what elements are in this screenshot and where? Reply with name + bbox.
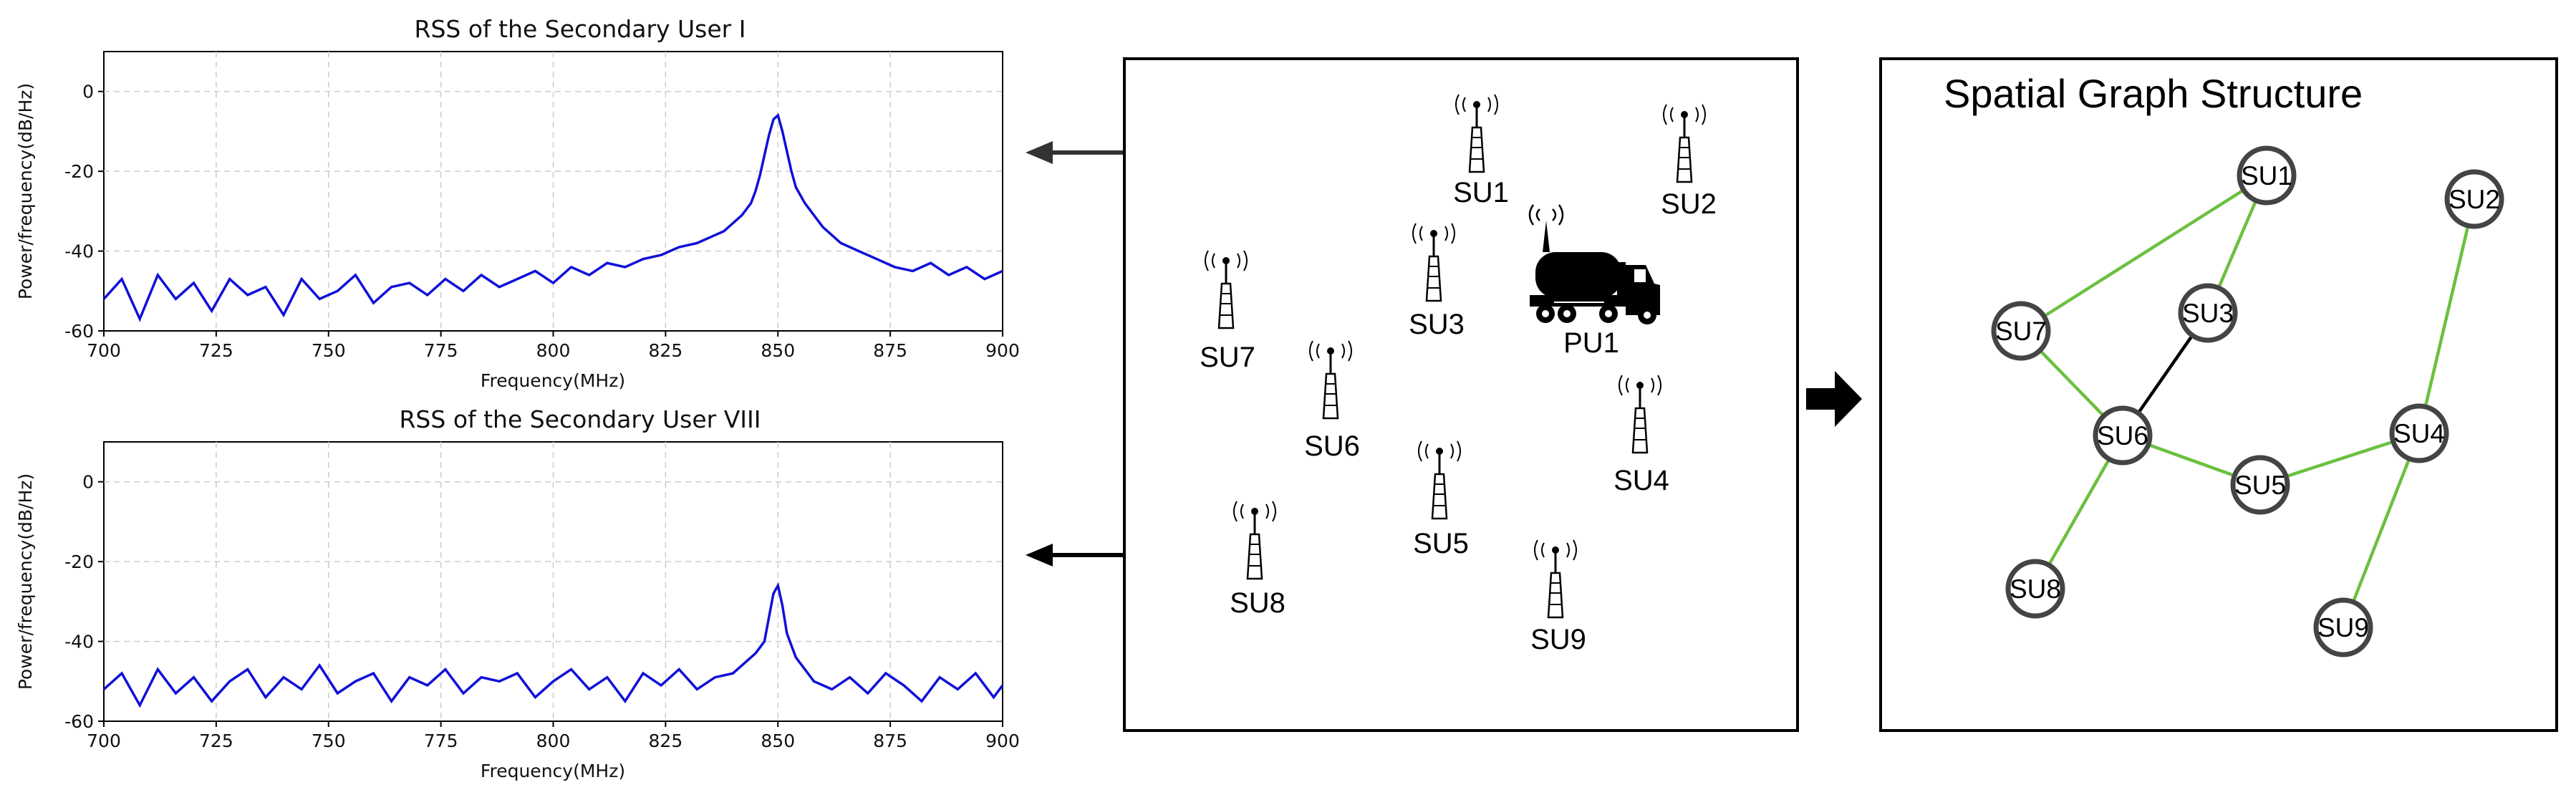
x-tick-label: 825 (649, 731, 683, 751)
chart-2-ticks: 700 725 750 775 800 825 850 875 900 0 -20 -40 -60 (64, 472, 1020, 751)
graph-title: Spatial Graph Structure (1944, 71, 2363, 116)
graph-node-su3: SU3 (2178, 283, 2238, 343)
y-tick-label: -60 (64, 711, 94, 732)
graph-node-label: SU3 (2182, 299, 2234, 328)
truck-icon (1528, 204, 1660, 324)
x-tick-label: 800 (536, 731, 571, 751)
x-tick-label: 700 (87, 340, 121, 361)
chart-1-title: RSS of the Secondary User I (415, 15, 746, 43)
x-tick-label: 750 (312, 340, 346, 361)
graph-node-label: SU5 (2234, 471, 2286, 500)
scene-label-su7: SU7 (1200, 342, 1255, 373)
scene-panel: SU1 SU2 SU3 SU7 SU6 SU4 SU5 SU8 SU9 (1123, 57, 1799, 732)
graph-frame (1879, 57, 2558, 732)
y-tick-label: -40 (64, 632, 94, 652)
graph-node-su1: SU1 (2237, 145, 2297, 206)
graph-node-label: SU2 (2449, 185, 2500, 214)
chart-1-ylabel: Power/frequency(dB/Hz) (15, 83, 36, 299)
graph-edge-su7-su1 (2020, 174, 2268, 332)
chart-2: RSS of the Secondary User VIII 700 725 750… (15, 405, 1020, 781)
y-tick-label: -60 (64, 321, 94, 342)
graph-node-su9: SU9 (2313, 597, 2373, 657)
x-tick-label: 775 (424, 731, 458, 751)
graph-node-label: SU6 (2097, 421, 2148, 450)
graph-node-label: SU8 (2010, 574, 2061, 604)
graph-node-su7: SU7 (1991, 301, 2051, 361)
scene-label-su1: SU1 (1453, 177, 1509, 208)
chart-1-xlabel: Frequency(MHz) (481, 370, 625, 391)
x-tick-label: 875 (873, 340, 907, 361)
y-tick-label: -20 (64, 161, 94, 182)
graph-node-label: SU9 (2317, 613, 2369, 642)
x-tick-label: 725 (199, 731, 233, 751)
x-tick-label: 900 (985, 731, 1020, 751)
x-tick-label: 900 (985, 340, 1020, 361)
x-tick-label: 775 (424, 340, 458, 361)
graph-panel: Spatial Graph Structure SU1SU2SU3SU4SU5S… (1879, 57, 2558, 732)
graph-node-label: SU4 (2393, 419, 2445, 448)
block-arrow-icon (1806, 371, 1862, 427)
graph-edge-su4-su9 (2341, 433, 2421, 628)
scene-label-su8: SU8 (1230, 587, 1285, 619)
x-tick-label: 700 (87, 731, 121, 751)
chart-1-ticks: 700 725 750 775 800 825 850 875 900 0 -20 -40 -60 (64, 82, 1020, 361)
graph-node-su6: SU6 (2093, 405, 2153, 466)
y-tick-label: -40 (64, 241, 94, 262)
y-tick-label: 0 (82, 82, 94, 102)
x-tick-label: 850 (761, 731, 795, 751)
x-tick-label: 725 (199, 340, 233, 361)
y-tick-label: -20 (64, 551, 94, 572)
scene-frame (1123, 57, 1799, 732)
scene-label-pu1: PU1 (1563, 327, 1619, 359)
scene-label-su9: SU9 (1530, 624, 1586, 655)
chart-2-ylabel: Power/frequency(dB/Hz) (15, 473, 36, 690)
chart-2-series-line (102, 582, 1004, 708)
graph-node-su5: SU5 (2230, 455, 2290, 515)
scene-label-su3: SU3 (1409, 309, 1465, 340)
graph-edge-su2-su4 (2417, 198, 2476, 434)
graph-node-su2: SU2 (2444, 169, 2504, 229)
y-tick-label: 0 (82, 472, 94, 493)
chart-1-series-line (102, 112, 1003, 322)
graph-node-label: SU7 (1995, 317, 2047, 346)
x-tick-label: 750 (312, 731, 346, 751)
graph-node-su4: SU4 (2389, 403, 2449, 463)
scene-label-su4: SU4 (1613, 465, 1669, 496)
x-tick-label: 825 (649, 340, 683, 361)
graph-node-su8: SU8 (2005, 559, 2065, 619)
scene-label-su5: SU5 (1413, 528, 1469, 559)
chart-1: RSS of the Secondary User I 700 725 750 775… (15, 15, 1020, 391)
graph-node-label: SU1 (2241, 161, 2292, 191)
scene-label-su6: SU6 (1304, 430, 1360, 462)
chart-2-xlabel: Frequency(MHz) (481, 761, 625, 781)
chart-2-title: RSS of the Secondary User VIII (400, 405, 761, 433)
x-tick-label: 800 (536, 340, 571, 361)
scene-label-su2: SU2 (1661, 188, 1717, 220)
x-tick-label: 875 (873, 731, 907, 751)
x-tick-label: 850 (761, 340, 795, 361)
